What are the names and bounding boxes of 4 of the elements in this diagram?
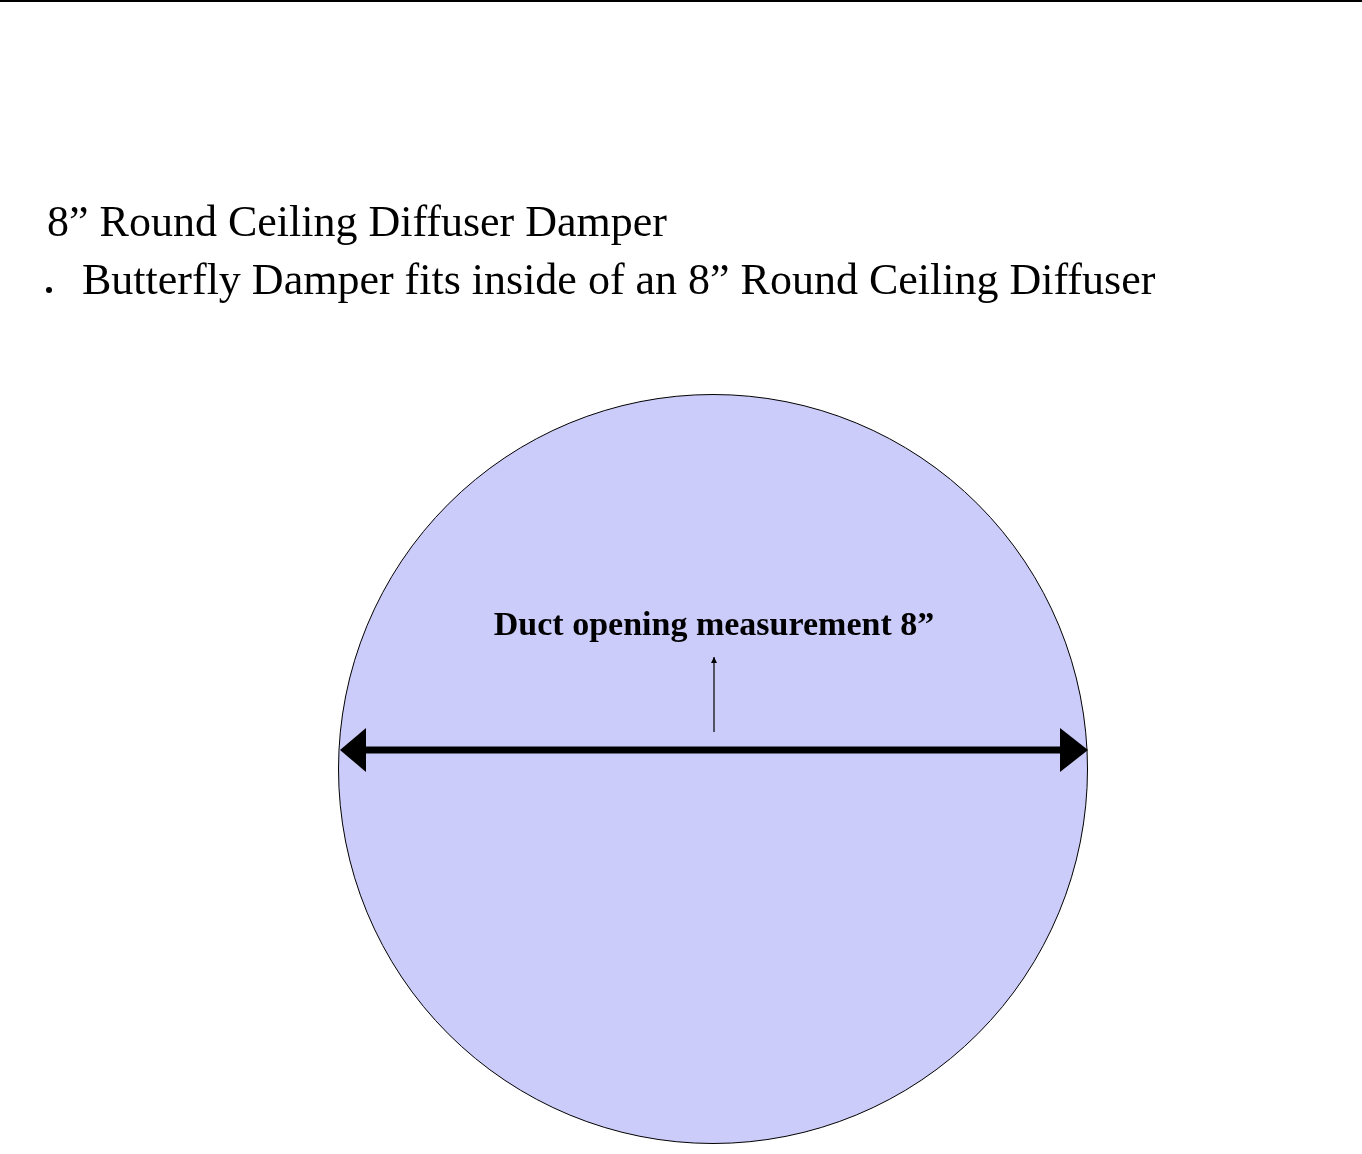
title: 8” Round Ceiling Diffuser Damper [47,196,667,247]
measurement-label: Duct opening measurement 8” [439,605,989,655]
bullet-text: Butterfly Damper fits inside of an 8” Round Ceiling Diffuser [82,254,1156,305]
leader-arrow [711,656,717,733]
